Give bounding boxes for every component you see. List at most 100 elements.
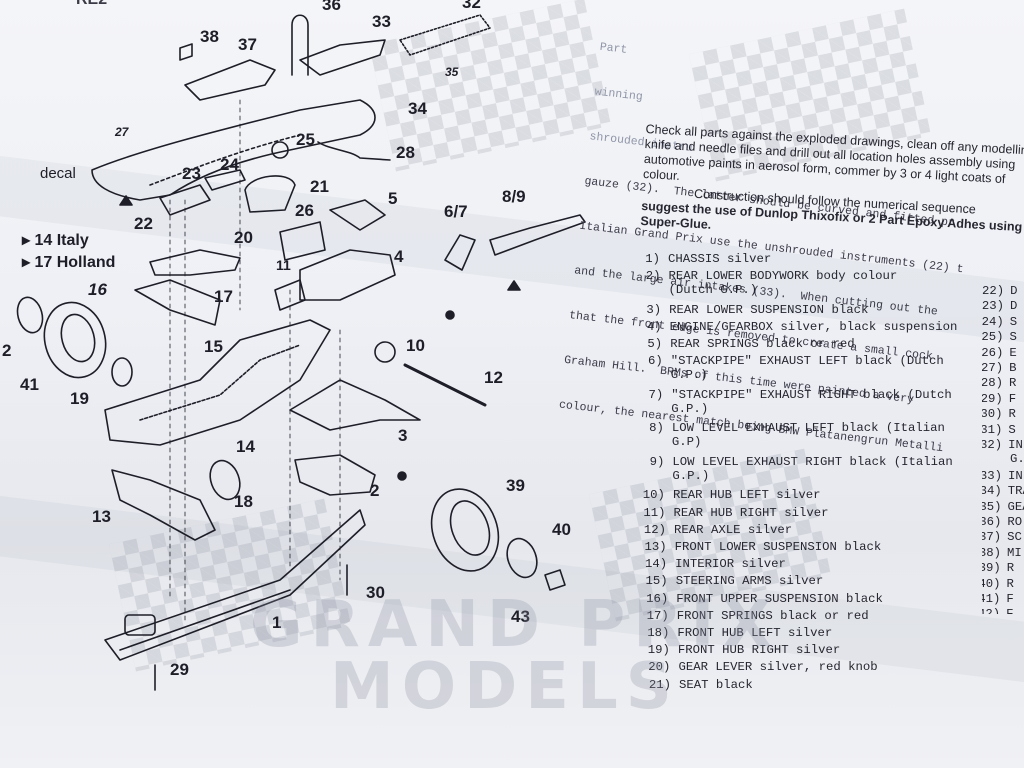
callout-19: 19 bbox=[70, 389, 89, 408]
parts-list-item: 17)FRONT SPRINGS black or red bbox=[639, 609, 869, 623]
part-description: SC bbox=[1007, 530, 1022, 545]
parts-list-item: 9)LOW LEVEL EXHAUST RIGHT black (Italian… bbox=[634, 454, 953, 483]
front-bumper bbox=[124, 614, 156, 636]
interior-tub bbox=[104, 319, 331, 446]
part-description: REAR HUB LEFT silver bbox=[672, 488, 821, 503]
callout-25: 25 bbox=[296, 130, 315, 149]
gp-italy-text: 14 Italy bbox=[34, 232, 89, 249]
body-shell-detail bbox=[149, 134, 301, 186]
callout-34: 34 bbox=[408, 99, 427, 118]
assembly-notes: Check all parts against the exploded dra… bbox=[640, 122, 1024, 251]
callout-6-7: 6/7 bbox=[444, 202, 468, 221]
part-number: 8) bbox=[649, 421, 664, 436]
parts-list-item: 5) REAR SPRINGS black or red bbox=[632, 337, 854, 351]
parts-list-item: 35)GEA bbox=[982, 500, 1024, 514]
part-description: REAR AXLE silver bbox=[674, 522, 793, 537]
part-description: S bbox=[1008, 422, 1016, 437]
parts-list-item: 19)FRONT HUB RIGHT silver bbox=[640, 643, 841, 658]
callout-24: 24 bbox=[220, 155, 239, 174]
parts-list-item: 4)ENGINE/GEARBOX silver, black suspensio… bbox=[632, 320, 958, 334]
callout-21: 21 bbox=[310, 177, 329, 196]
part-number: 24) bbox=[982, 314, 1004, 329]
callout-30: 30 bbox=[366, 583, 385, 602]
part-description: REAR LOWER SUSPENSION black bbox=[669, 302, 869, 317]
callout-35: 35 bbox=[445, 65, 459, 79]
parts-list-item: 29)F bbox=[982, 392, 1016, 406]
part-number: 10) bbox=[642, 488, 665, 503]
callout-41: 41 bbox=[20, 375, 39, 394]
exhaust-stack bbox=[444, 234, 476, 271]
rear-axle bbox=[403, 363, 487, 407]
callout-38: 38 bbox=[200, 27, 219, 46]
part-description: "STACKPIPE" EXHAUST RIGHT black (Dutch bbox=[671, 387, 952, 402]
callout-22: 22 bbox=[134, 214, 153, 233]
part-number: 2) bbox=[645, 269, 661, 284]
part-description: TRA bbox=[1007, 484, 1024, 499]
part-number: 40) bbox=[982, 576, 1001, 591]
part-number: 39) bbox=[982, 561, 1001, 576]
callout-12: 12 bbox=[484, 368, 503, 387]
part-number: 20) bbox=[648, 660, 671, 675]
ring-part bbox=[271, 141, 289, 159]
part-number: 27) bbox=[982, 361, 1004, 375]
part-description: FRONT HUB LEFT silver bbox=[677, 625, 833, 640]
part-description: STEERING ARMS silver bbox=[675, 574, 824, 589]
part-description: LOW LEVEL EXHAUST RIGHT black (Italian bbox=[672, 454, 953, 469]
part-description: GEAR LEVER silver, red knob bbox=[678, 660, 878, 675]
front-hub-left bbox=[16, 296, 44, 334]
watermark-line-2: MODELS bbox=[330, 650, 680, 724]
part-number: 23) bbox=[982, 299, 1004, 314]
part-number: 35) bbox=[982, 499, 1002, 514]
part-number: 38) bbox=[982, 545, 1001, 560]
cockpit-cover bbox=[184, 59, 276, 101]
callout-40: 40 bbox=[552, 520, 571, 539]
part-description: FRONT UPPER SUSPENSION black bbox=[676, 591, 883, 606]
part-number: 22) bbox=[982, 284, 1005, 298]
part-number: 31) bbox=[982, 422, 1003, 437]
part-number: 26) bbox=[982, 345, 1004, 360]
rear-wheel-hub bbox=[506, 537, 538, 579]
part-description: MI bbox=[1006, 545, 1022, 560]
dashboard bbox=[159, 184, 211, 216]
wheel-nut bbox=[544, 569, 566, 591]
part-description: R bbox=[1006, 561, 1015, 576]
part-number: 5) bbox=[647, 337, 663, 352]
front-springs bbox=[149, 249, 241, 276]
triangle-marker bbox=[119, 195, 133, 206]
part-number: 42) bbox=[982, 607, 1000, 614]
callout-36: 36 bbox=[322, 0, 341, 14]
header-fragment: RE2 bbox=[76, 0, 107, 8]
part-description-continued: G.P.) bbox=[670, 368, 708, 383]
gauze-screen bbox=[399, 14, 491, 56]
part-number: 15) bbox=[645, 574, 668, 589]
part-number: 33) bbox=[982, 468, 1002, 483]
rear-hub-left bbox=[374, 341, 396, 363]
suspension-rod bbox=[274, 279, 306, 311]
part-description: FRONT LOWER SUSPENSION black bbox=[674, 539, 882, 554]
callout-10: 10 bbox=[406, 336, 425, 355]
part-description: FRONT HUB RIGHT silver bbox=[677, 643, 841, 658]
roll-hoop bbox=[291, 14, 309, 76]
chassis-plate bbox=[104, 509, 366, 661]
exploded-diagram bbox=[16, 14, 586, 691]
part-number: 16) bbox=[646, 591, 669, 606]
parts-list-item: 11)REAR HUB RIGHT silver bbox=[636, 506, 828, 520]
part-description: F bbox=[1006, 607, 1013, 614]
part-description: ENGINE/GEARBOX silver, black suspension bbox=[669, 319, 958, 334]
parts-list-item: 42) F bbox=[982, 607, 1014, 614]
parts-list-item: 18)FRONT HUB LEFT silver bbox=[639, 626, 832, 640]
callout-39: 39 bbox=[506, 476, 525, 495]
part-description: REAR SPRINGS black or red bbox=[670, 337, 855, 352]
part-number: 3) bbox=[646, 302, 662, 317]
callout-29: 29 bbox=[170, 660, 189, 679]
gp-label-italy: ▸ 14 Italy bbox=[22, 232, 89, 249]
front-hub-right bbox=[111, 357, 133, 387]
callout-32: 32 bbox=[462, 0, 481, 12]
callout-16: 16 bbox=[88, 280, 107, 299]
callout-37: 37 bbox=[238, 35, 257, 54]
parts-list-item: 12)REAR AXLE silver bbox=[636, 523, 792, 537]
rear-tyre-inner bbox=[449, 500, 491, 556]
